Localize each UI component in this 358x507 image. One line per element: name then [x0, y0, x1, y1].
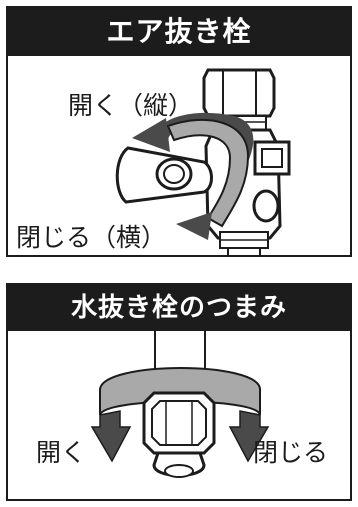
close-label: 閉じる	[253, 438, 329, 467]
drain-knob-panel: 水抜き栓のつまみ 開く 閉じる	[6, 283, 352, 501]
open-vertical-label: 開く（縦）	[68, 91, 194, 120]
drain-knob-title: 水抜き栓のつまみ	[8, 285, 350, 331]
open-label: 開く	[36, 438, 87, 467]
air-vent-panel: エア抜き栓 開く（縦） 閉じる（横）	[6, 6, 352, 257]
drain-knob-illustration	[90, 331, 270, 478]
air-vent-title: エア抜き栓	[8, 8, 350, 56]
close-horizontal-label: 閉じる（横）	[16, 223, 167, 252]
air-vent-illustration	[115, 68, 291, 255]
